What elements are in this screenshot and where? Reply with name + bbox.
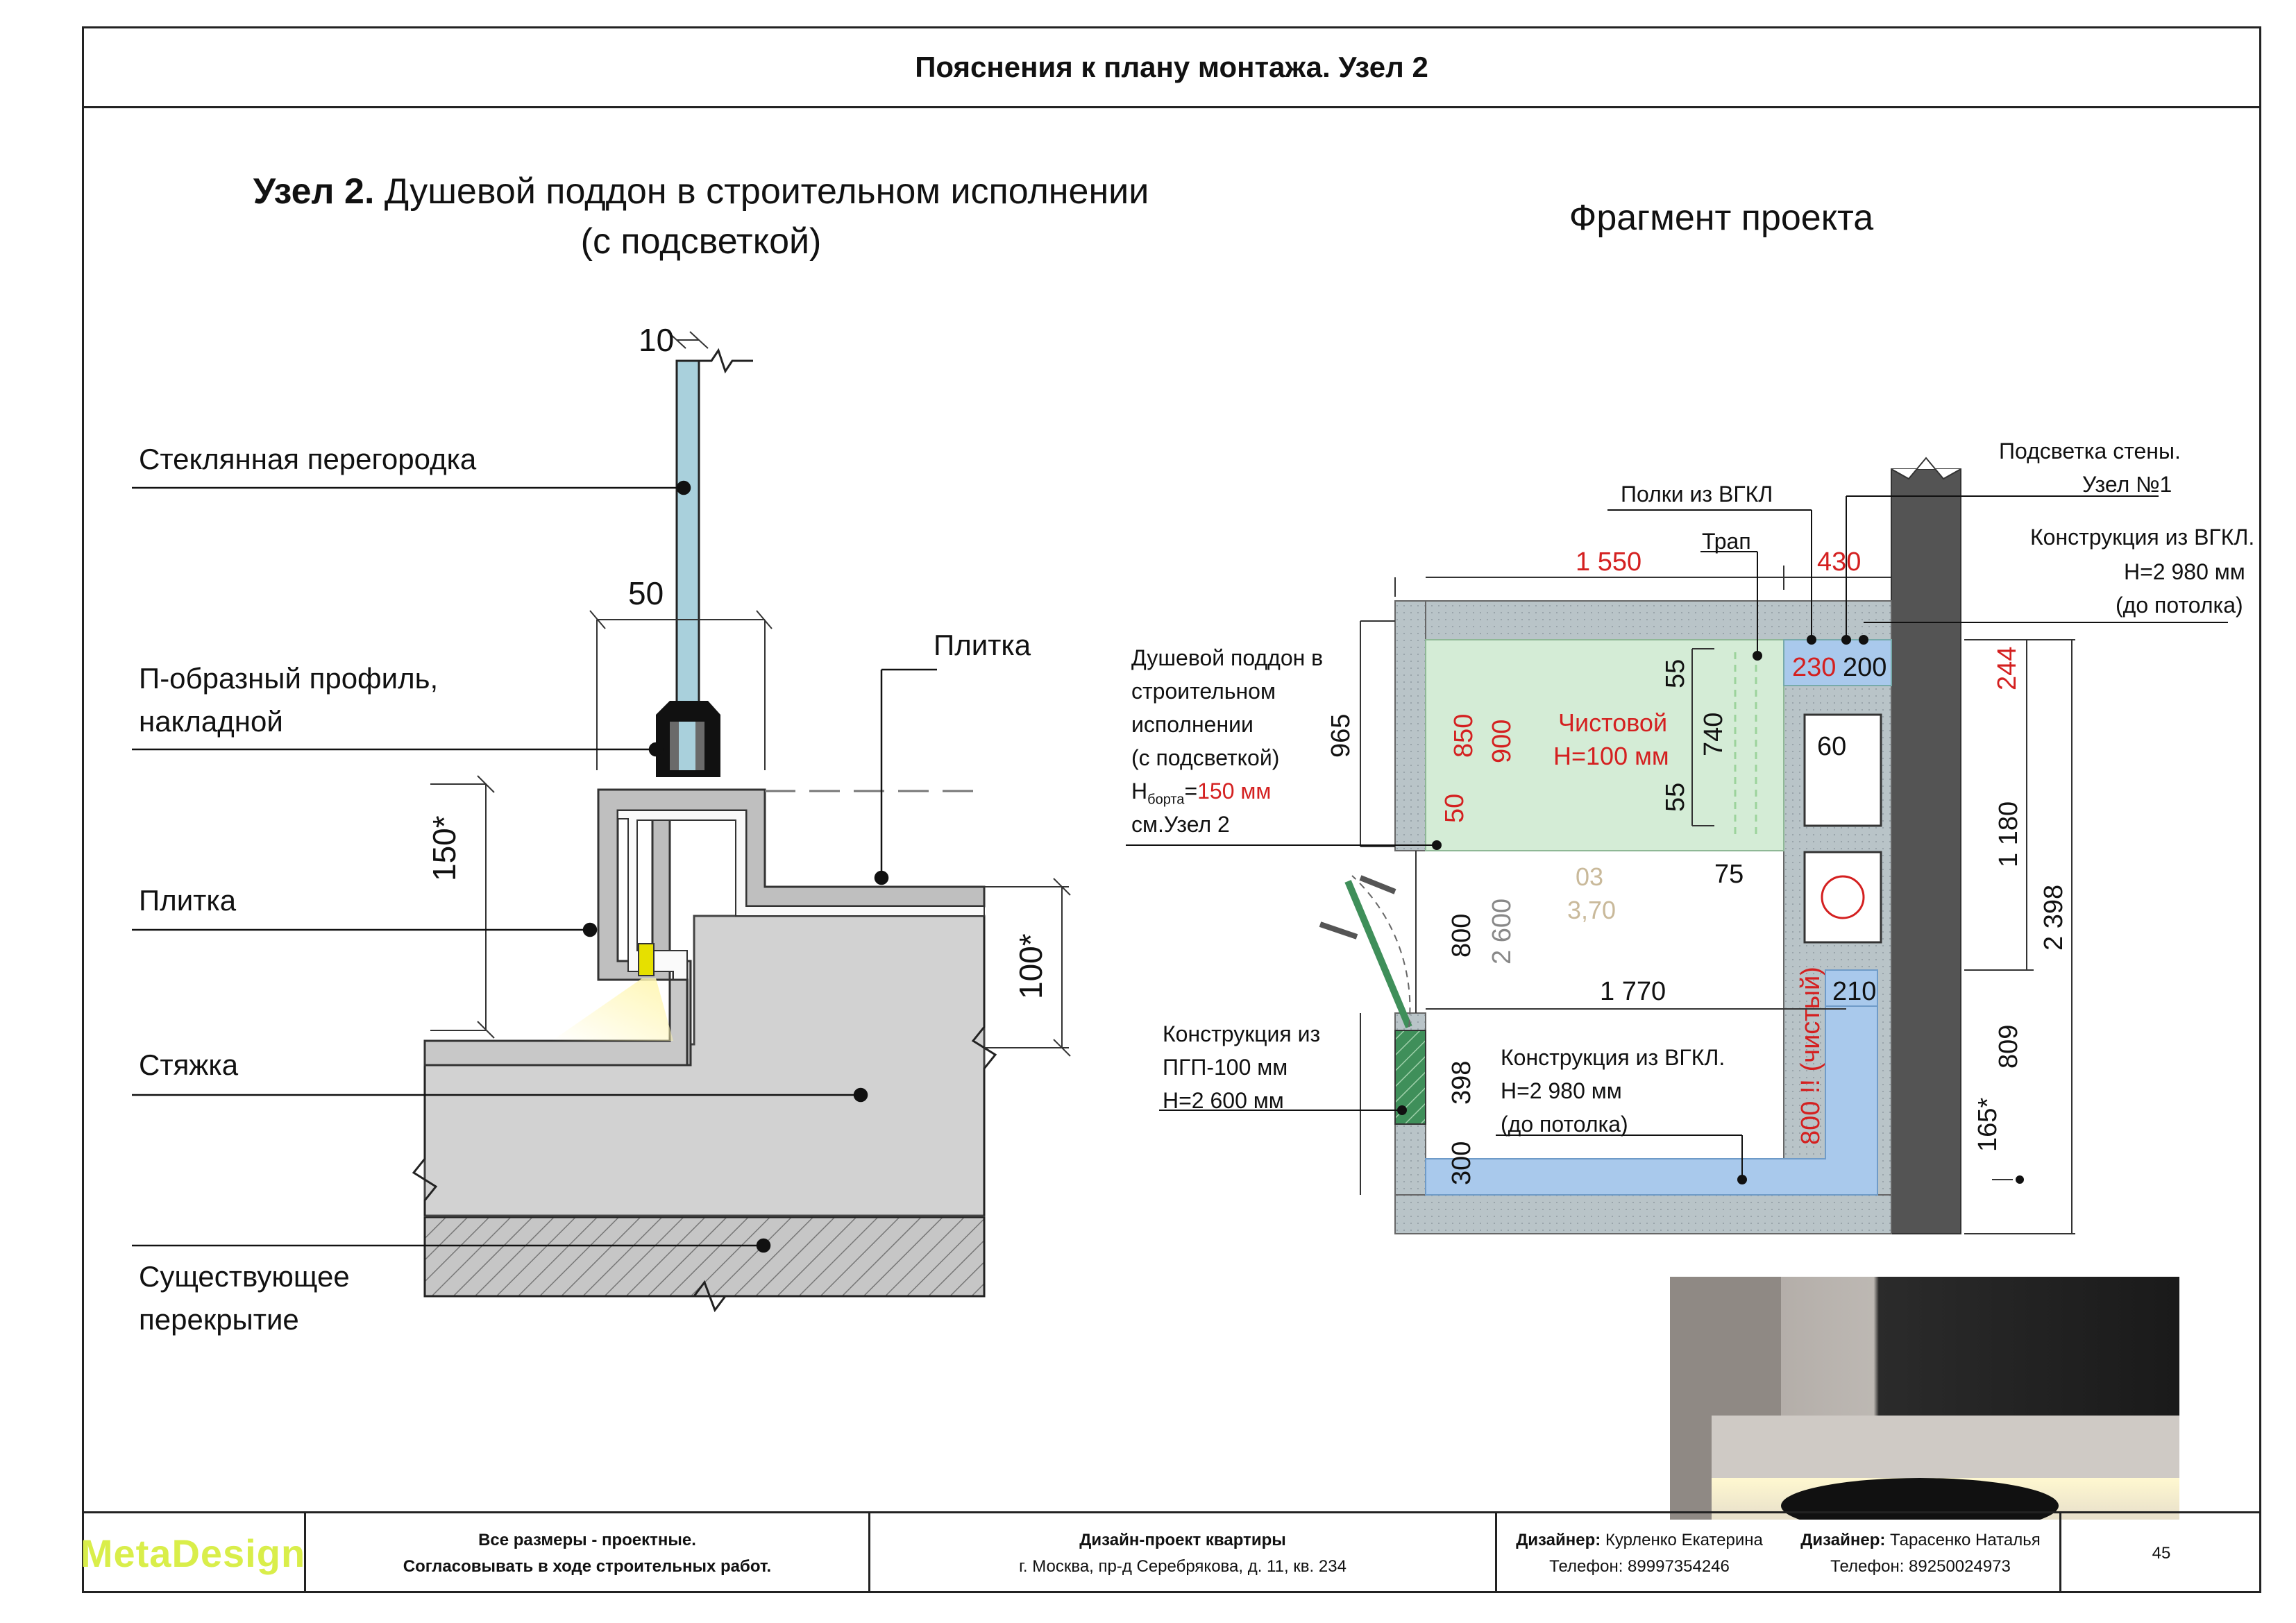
label-tray-3: исполнении xyxy=(1131,712,1253,737)
dim-965: 965 xyxy=(1326,713,1356,758)
dim-200: 200 xyxy=(1843,653,1887,682)
label-finish-1: Чистовой xyxy=(1558,708,1668,737)
label-pgp-3: H=2 600 мм xyxy=(1163,1088,1284,1113)
glass-partition xyxy=(675,348,753,723)
label-gkl-top-3: (до потолка) xyxy=(2116,593,2243,618)
label-gkl-bot-3: (до потолка) xyxy=(1501,1112,1628,1137)
tile-layer xyxy=(423,788,986,1067)
label-u-profile-1: П-образный профиль, xyxy=(139,662,439,695)
designers-cell: Дизайнер: Курленко Екатерина Телефон: 89… xyxy=(1497,1513,2061,1593)
fragment-title: Фрагмент проекта xyxy=(1569,198,1874,238)
detail-title: Узел 2. Душевой поддон в строительном ис… xyxy=(250,167,1152,266)
dim-1180: 1 180 xyxy=(1994,801,2023,867)
room-number: 03 xyxy=(1576,863,1604,891)
dim-740: 740 xyxy=(1699,712,1728,756)
led-light-beam xyxy=(552,978,673,1041)
label-screed: Стяжка xyxy=(139,1048,239,1081)
label-gkl-top-2: H=2 980 мм xyxy=(2124,559,2245,584)
label-tray-1: Душевой поддон в xyxy=(1131,645,1324,670)
dim-1770: 1 770 xyxy=(1600,977,1666,1006)
label-tile-left: Плитка xyxy=(139,884,237,917)
drain-channel xyxy=(1734,652,1757,840)
bearing-wall xyxy=(1891,468,1961,1234)
dim-10: 10 xyxy=(639,322,675,358)
label-pgp-2: ПГП-100 мм xyxy=(1163,1055,1288,1080)
page-number: 45 xyxy=(2152,1543,2171,1563)
dim-300: 300 xyxy=(1447,1141,1476,1185)
detail-title-rest: Душевой поддон в строительном исполнении xyxy=(384,171,1149,212)
page-number-cell: 45 xyxy=(2061,1513,2261,1593)
render-photo xyxy=(1670,1277,2179,1520)
led-strip xyxy=(638,943,655,976)
dim-50: 50 xyxy=(628,575,664,611)
detail-title-line2: (с подсветкой) xyxy=(580,221,822,262)
label-wall-light-2: Узел №1 xyxy=(2082,472,2172,497)
dim-60: 60 xyxy=(1817,732,1847,761)
round-fixture-icon xyxy=(1821,875,1865,919)
dim-430: 430 xyxy=(1817,547,1862,577)
plan-dimension-lines xyxy=(1360,566,2075,1234)
label-slab-2: перекрытие xyxy=(139,1303,299,1336)
existing-slab xyxy=(423,1213,986,1313)
section-leader-lines xyxy=(132,480,937,1253)
logo: MetaDesign xyxy=(80,1531,306,1575)
label-finish-2: H=100 мм xyxy=(1553,742,1669,770)
dim-150: 150* xyxy=(426,815,462,881)
dim-809: 809 xyxy=(1994,1024,2023,1069)
dim-55-bottom: 55 xyxy=(1661,782,1690,812)
dim-75: 75 xyxy=(1714,860,1744,889)
dim-244: 244 xyxy=(1993,646,2022,690)
label-wall-light-1: Подсветка стены. xyxy=(1999,439,2181,464)
niche-60 xyxy=(1803,713,1882,827)
label-tray-5: Hборта=150 мм xyxy=(1131,779,1272,808)
designer-1: Дизайнер: Курленко Екатерина Телефон: 89… xyxy=(1516,1530,1763,1576)
u-profile xyxy=(656,701,720,777)
dim-800: 800 xyxy=(1447,913,1476,958)
note-cell: Все размеры - проектные. Согласовывать в… xyxy=(306,1513,870,1593)
dim-210: 210 xyxy=(1832,977,1877,1006)
door xyxy=(1319,875,1412,1028)
project-cell: Дизайн-проект квартиры г. Москва, пр-д С… xyxy=(870,1513,1497,1593)
plan-leader-lines xyxy=(1126,495,2228,1184)
dim-100: 100* xyxy=(1013,933,1049,999)
label-gkl-bot-2: H=2 980 мм xyxy=(1501,1078,1622,1103)
label-gkl-top-1: Конструкция из ВГКЛ. xyxy=(2030,525,2255,550)
dim-800-clean: 800 !! (чистый) xyxy=(1796,967,1825,1145)
label-tray-2: строительном xyxy=(1131,679,1276,704)
label-slab-1: Существующее xyxy=(139,1260,350,1293)
drawing-sheet: Пояснения к плану монтажа. Узел 2 xyxy=(82,26,2261,1593)
label-drain: Трап xyxy=(1702,529,1751,554)
dim-900: 900 xyxy=(1487,719,1517,763)
dim-55-top: 55 xyxy=(1661,658,1690,688)
label-pgp-1: Конструкция из xyxy=(1163,1021,1321,1046)
label-tray-4: (с подсветкой) xyxy=(1131,745,1280,770)
dim-165: 165* xyxy=(1973,1097,2002,1152)
dim-230: 230 xyxy=(1792,653,1837,682)
dim-2398: 2 398 xyxy=(2039,884,2068,951)
label-u-profile-2: накладной xyxy=(139,705,283,738)
dim-1550: 1 550 xyxy=(1576,547,1642,577)
room-area: 3,70 xyxy=(1567,896,1617,924)
dim-398: 398 xyxy=(1447,1060,1476,1105)
label-tile-top: Плитка xyxy=(934,629,1031,661)
dim-2600: 2 600 xyxy=(1487,898,1517,965)
label-tray-6: см.Узел 2 xyxy=(1131,812,1230,837)
page-title: Пояснения к плану монтажа. Узел 2 xyxy=(84,28,2259,108)
label-gkl-bot-1: Конструкция из ВГКЛ. xyxy=(1501,1045,1725,1070)
gkl-shelf-block xyxy=(1783,639,1892,686)
dim-50: 50 xyxy=(1440,793,1469,823)
dim-850: 850 xyxy=(1449,713,1478,758)
title-block: MetaDesign Все размеры - проектные. Согл… xyxy=(80,1511,2261,1593)
shower-tray-zone xyxy=(1425,639,1784,851)
label-shelves: Полки из ВГКЛ xyxy=(1621,482,1773,507)
section-dimension-lines xyxy=(430,331,1071,1057)
niche-round xyxy=(1803,851,1882,944)
label-glass-partition: Стеклянная перегородка xyxy=(139,443,477,475)
detail-title-bold: Узел 2. xyxy=(253,171,375,212)
logo-cell: MetaDesign xyxy=(80,1513,306,1593)
designer-2: Дизайнер: Тарасенко Наталья Телефон: 892… xyxy=(1800,1530,2041,1576)
